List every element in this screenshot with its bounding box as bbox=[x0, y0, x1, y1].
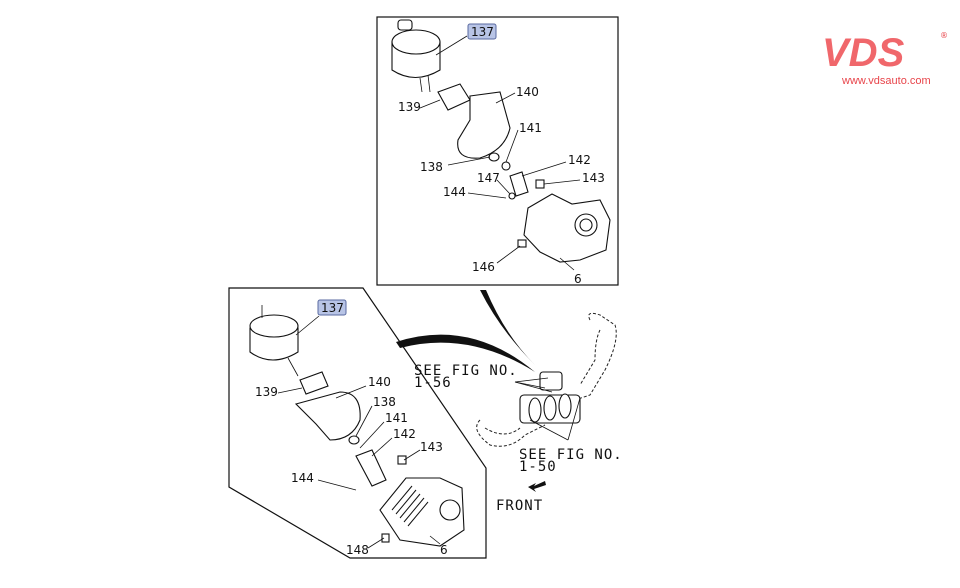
logo-registered: ® bbox=[940, 31, 948, 40]
label-141[interactable]: 141 bbox=[385, 411, 408, 425]
vds-logo: VDS ® www.vdsauto.com bbox=[822, 31, 948, 87]
svg-text:1-50: 1-50 bbox=[519, 459, 557, 475]
label-141[interactable]: 141 bbox=[519, 121, 542, 135]
label-138[interactable]: 138 bbox=[373, 395, 396, 409]
svg-text:SEE FIG NO.: SEE FIG NO. bbox=[519, 447, 623, 463]
see-fig-note-1: SEE FIG NO. 1-56 bbox=[414, 363, 518, 391]
bracket-140 bbox=[294, 391, 361, 441]
label-144[interactable]: 144 bbox=[291, 471, 314, 485]
label-143[interactable]: 143 bbox=[420, 440, 443, 454]
bracket-140 bbox=[457, 91, 511, 159]
engine-mount-137 bbox=[391, 19, 441, 93]
label-139[interactable]: 139 bbox=[255, 385, 278, 399]
stopper-142 bbox=[355, 449, 387, 487]
svg-text:SEE FIG NO.: SEE FIG NO. bbox=[414, 363, 518, 379]
callout-arrow-top bbox=[480, 290, 535, 365]
stopper-142 bbox=[509, 171, 529, 197]
highlighted-part-badge[interactable] bbox=[317, 299, 347, 316]
label-140[interactable]: 140 bbox=[368, 375, 391, 389]
callout-arrow-bottom bbox=[396, 334, 535, 372]
highlighted-part-badge[interactable] bbox=[467, 23, 497, 40]
label-138[interactable]: 138 bbox=[420, 160, 443, 174]
bracket-6 bbox=[523, 193, 611, 263]
label-137[interactable]: 137 bbox=[471, 25, 494, 39]
engine-mount-137 bbox=[249, 305, 299, 377]
see-fig-note-2: SEE FIG NO. 1-50 bbox=[519, 447, 623, 475]
label-140[interactable]: 140 bbox=[516, 85, 539, 99]
overview-assembly bbox=[476, 312, 617, 447]
front-arrow-icon bbox=[528, 481, 546, 492]
label-137[interactable]: 137 bbox=[321, 301, 344, 315]
label-142[interactable]: 142 bbox=[393, 427, 416, 441]
label-142[interactable]: 142 bbox=[568, 153, 591, 167]
label-144[interactable]: 144 bbox=[443, 185, 466, 199]
label-147[interactable]: 147 bbox=[477, 171, 500, 185]
label-143[interactable]: 143 bbox=[582, 171, 605, 185]
front-label: FRONT bbox=[496, 498, 543, 514]
bracket-6 bbox=[379, 477, 465, 547]
label-146[interactable]: 146 bbox=[472, 260, 495, 274]
gasket-139 bbox=[299, 371, 329, 395]
label-148[interactable]: 148 bbox=[346, 543, 369, 557]
label-6[interactable]: 6 bbox=[574, 272, 582, 286]
top-detail-panel: 137 140 139 141 138 142 147 143 144 146 … bbox=[376, 16, 619, 286]
label-6[interactable]: 6 bbox=[440, 543, 448, 557]
logo-url: www.vdsauto.com bbox=[841, 75, 931, 87]
logo-brand: VDS bbox=[822, 31, 905, 75]
bottom-detail-panel: 137 139 140 138 141 142 143 144 148 6 bbox=[228, 287, 487, 559]
label-139[interactable]: 139 bbox=[398, 100, 421, 114]
svg-text:1-56: 1-56 bbox=[414, 375, 452, 391]
